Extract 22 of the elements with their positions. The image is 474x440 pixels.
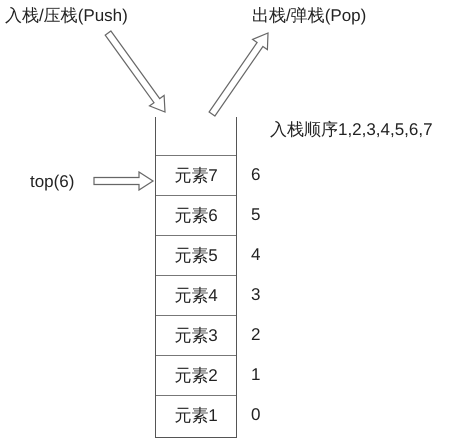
index-number: 5 [251,205,260,225]
block-arrow [208,32,269,117]
operation-label: 出栈/弹栈(Pop) [252,6,366,26]
stack-cell: 元素3 [156,315,236,355]
stack-cell: 元素7 [156,155,236,195]
index-number: 1 [251,365,260,385]
stack-cell: 元素6 [156,195,236,235]
note-text: 入栈顺序1,2,3,4,5,6,7 [270,120,433,140]
block-arrow [104,30,166,113]
index-number: 0 [251,405,260,425]
stack-cell: 元素1 [156,395,236,435]
block-arrow [93,170,154,192]
index-number: 6 [251,165,260,185]
stack-cell: 元素4 [156,275,236,315]
pointer-label: top(6) [30,172,74,192]
operation-label: 入栈/压栈(Push) [5,6,128,26]
stack-container [155,117,237,438]
index-number: 2 [251,325,260,345]
stack-cell: 元素5 [156,235,236,275]
index-number: 3 [251,285,260,305]
stack-cell: 元素2 [156,355,236,395]
index-number: 4 [251,245,260,265]
